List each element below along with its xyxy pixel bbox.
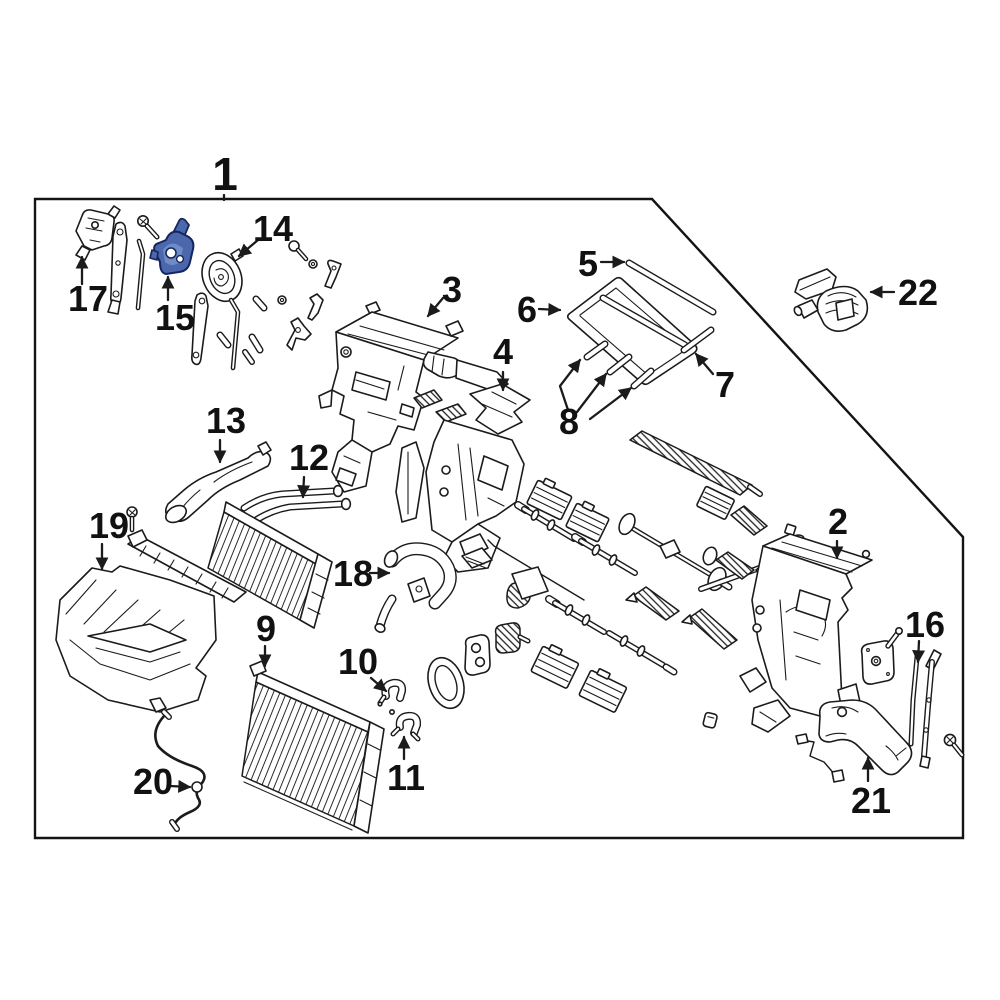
- part9-evaporator: [241, 660, 385, 834]
- callout-label-12: 12: [289, 437, 329, 478]
- callout-label-4: 4: [493, 331, 513, 372]
- air-door-1: [526, 477, 573, 521]
- small-fasteners: [288, 240, 342, 289]
- part20-wire-rod: [154, 709, 206, 832]
- callout-label-9: 9: [256, 608, 276, 649]
- part6-seal-frame: [566, 276, 698, 386]
- callout-label-10: 10: [338, 641, 378, 682]
- part4-front-case: [395, 383, 531, 609]
- air-door-5: [696, 485, 735, 520]
- parts-artwork: [55, 205, 965, 834]
- callout-label-6: 6: [517, 289, 537, 330]
- bracket-wire: [795, 733, 845, 783]
- screw-near-19: [126, 506, 138, 533]
- callout-label-7: 7: [715, 364, 735, 405]
- callout-label-13: 13: [206, 400, 246, 441]
- callout-arrow-6: [537, 302, 562, 316]
- callout-label-17: 17: [68, 278, 108, 319]
- part21-floor-duct: [818, 699, 913, 776]
- callout-label-15: 15: [155, 297, 195, 338]
- door-shaft-2: [571, 533, 638, 576]
- door-shaft-1: [514, 501, 577, 542]
- callout-arrow-8-3: [588, 386, 633, 421]
- callout-arrow-3: [426, 296, 445, 318]
- part15-actuator-highlighted: [149, 217, 195, 275]
- part8-mounting-pins: [583, 340, 655, 390]
- part11-pipe-clamp: [388, 708, 422, 742]
- callout-label-11: 11: [387, 757, 425, 798]
- linkage-cluster: [191, 292, 324, 371]
- air-door-2: [565, 500, 610, 543]
- callout-label-8: 8: [559, 401, 579, 442]
- callout-label-1: 1: [212, 148, 238, 200]
- grommet-hatched: [494, 622, 531, 654]
- door-shaft-4: [606, 630, 678, 676]
- callout-label-21: 21: [851, 780, 891, 821]
- part19-lower-case: [55, 565, 217, 713]
- callout-label-18: 18: [333, 553, 373, 594]
- hatched-wedge-2: [681, 608, 738, 650]
- part3-upper-case: [318, 301, 509, 493]
- callout-arrow-8-2: [575, 372, 608, 414]
- air-door-4: [578, 668, 628, 713]
- part2-right-case: [739, 523, 873, 733]
- part16-link-rods: [908, 649, 965, 769]
- tread-rail-strip: [127, 529, 247, 603]
- callout-label-22: 22: [898, 272, 938, 313]
- callout-label-16: 16: [905, 604, 945, 645]
- callout-label-5: 5: [578, 243, 598, 284]
- callout-arrow-12: [297, 475, 311, 499]
- part5-seal-strip: [625, 259, 717, 316]
- part22-clip: [793, 268, 869, 332]
- part7-seal-strip: [680, 326, 715, 354]
- callout-arrow-7: [694, 352, 715, 376]
- part12-heater-core: [207, 484, 352, 629]
- screw-top-left: [137, 215, 160, 240]
- oval-seal-ring: [427, 656, 465, 710]
- serrated-seal-strip: [629, 430, 763, 497]
- callout-label-14: 14: [253, 208, 293, 249]
- callout-label-20: 20: [133, 761, 173, 802]
- door-shaft-3: [545, 595, 607, 635]
- lever-rod-with-paddle: [487, 539, 585, 601]
- hatched-wedge-1: [625, 586, 680, 621]
- plate-two-holes: [464, 634, 491, 676]
- callout-arrow-10: [369, 676, 388, 693]
- control-rod-thin: [135, 238, 146, 311]
- small-clip-square: [702, 711, 718, 729]
- callout-arrow-8-1: [558, 358, 582, 412]
- part18-elbow-duct: [374, 542, 457, 633]
- callout-label-3: 3: [442, 269, 462, 310]
- callout-label-2: 2: [828, 501, 848, 542]
- part13-vent-duct: [164, 441, 272, 524]
- hatched-wedge-3: [730, 505, 768, 536]
- callout-arrow-20: [168, 779, 192, 793]
- actuator-right-case: [860, 626, 903, 685]
- air-door-3: [530, 644, 580, 689]
- callout-arrow-14: [237, 238, 260, 258]
- callout-arrow-16: [912, 639, 926, 664]
- callout-label-19: 19: [89, 505, 129, 546]
- link-rod-long: [107, 221, 128, 315]
